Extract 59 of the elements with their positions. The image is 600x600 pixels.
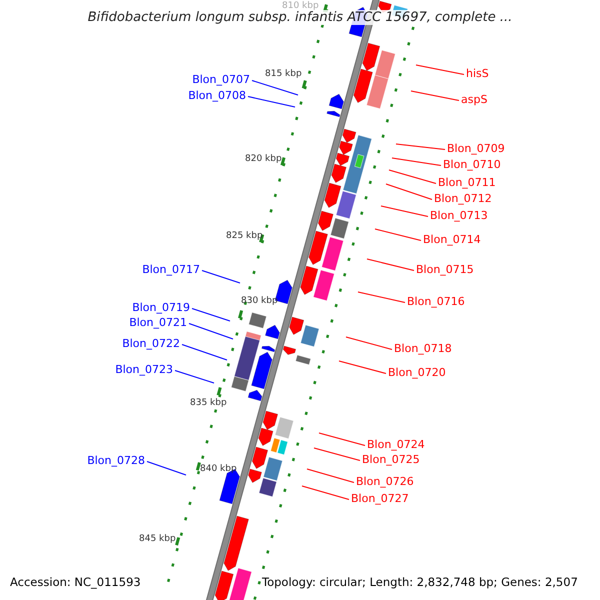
footer-text: Accession: NC_011593 (10, 575, 141, 590)
gene-label: Blon_0726 (356, 475, 414, 488)
gene-label: Blon_0728 (87, 454, 145, 467)
tick-label: 830 kbp (241, 296, 278, 307)
gene-label: hisS (466, 67, 489, 80)
gene-label: Blon_0712 (434, 192, 492, 205)
leader-line (358, 292, 406, 303)
leader-line (386, 184, 432, 200)
leader-line (346, 336, 392, 350)
gene-label: Blon_0711 (438, 176, 496, 189)
leader-line (396, 144, 446, 150)
gene-label: Blon_0719 (132, 301, 190, 314)
gene-label: Blon_0727 (351, 492, 409, 505)
tick-label: 815 kbp (265, 69, 302, 80)
gene-label: Blon_0708 (188, 89, 246, 102)
leader-line (314, 448, 360, 461)
leader-line (306, 468, 354, 483)
gene-label: Blon_0715 (416, 263, 474, 276)
leader-line (416, 64, 464, 75)
title: Bifidobacterium longum subsp. infantis ATCC 15697, complete ... (88, 10, 512, 25)
tick-label: 825 kbp (226, 231, 263, 242)
leader-line (366, 258, 414, 271)
gene-label: Blon_0710 (443, 158, 501, 171)
gene-label: Blon_0722 (122, 337, 180, 350)
gene-label: Blon_0713 (430, 209, 488, 222)
footer-text: Topology: circular; Length: 2,832,748 bp; Genes: 2,507 (262, 575, 578, 590)
tick-label: 810 kbp (282, 1, 319, 11)
leader-line (188, 323, 234, 340)
leader-line (146, 461, 186, 476)
gene-label: Blon_0718 (394, 342, 452, 355)
leader-line (388, 170, 436, 184)
leader-line (318, 432, 366, 446)
leader-line (410, 90, 460, 101)
leader-line (374, 228, 422, 241)
tick-label: 835 kbp (190, 398, 227, 409)
tick-label: 820 kbp (245, 154, 282, 165)
leader-line (302, 486, 350, 500)
gene-label: Blon_0723 (115, 363, 173, 376)
gene-label: Blon_0721 (129, 316, 187, 329)
gene-label: Blon_0714 (423, 233, 481, 246)
gene-label: Blon_0707 (192, 73, 250, 86)
leader-line (182, 344, 228, 360)
leader-line (338, 360, 386, 374)
leader-line (174, 370, 214, 384)
leader-line (202, 270, 240, 284)
leader-line (392, 158, 442, 166)
gene-label: Blon_0724 (367, 438, 425, 451)
gene-label: Blon_0717 (142, 263, 200, 276)
gene-label: Blon_0720 (388, 366, 446, 379)
tick-label: 845 kbp (139, 534, 176, 545)
leader-line (248, 96, 296, 108)
gene-label: Blon_0725 (362, 453, 420, 466)
tick-label: 840 kbp (200, 464, 237, 475)
gene-label: Blon_0709 (447, 142, 505, 155)
gene-label: Blon_0716 (407, 295, 465, 308)
leader-line (252, 80, 298, 96)
leader-line (380, 206, 428, 217)
leader-line (192, 308, 230, 322)
gene-label: aspS (461, 93, 488, 106)
